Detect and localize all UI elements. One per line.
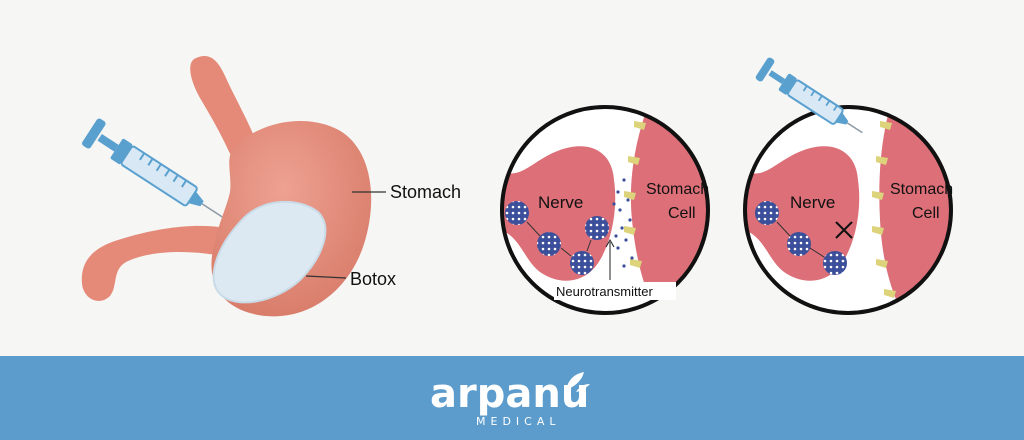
vesicle-group-right xyxy=(755,201,847,275)
syringe-icon xyxy=(82,118,223,218)
brand-subtitle: MEDICAL xyxy=(476,415,561,428)
neurotransmitter-dots xyxy=(612,178,634,268)
stomach-cell-label-right-line2: Cell xyxy=(912,205,940,222)
footer-bar: arpanu MEDICAL xyxy=(0,356,1024,440)
vesicle-group xyxy=(505,201,609,275)
synapse-blocked-panel: Nerve Stomach Cell xyxy=(743,105,953,315)
leaf-icon xyxy=(566,372,590,392)
neurotransmitter-label: Neurotransmitter xyxy=(556,284,653,299)
nerve-label-left: Nerve xyxy=(538,193,583,212)
stomach-label: Stomach xyxy=(390,182,461,202)
stomach-cell-label-left-line1: Stomach xyxy=(646,181,709,198)
illustration: Stomach Botox xyxy=(81,56,953,317)
receptor-group-right xyxy=(872,121,896,298)
nerve-label-right: Nerve xyxy=(790,193,835,212)
stomach-illustration xyxy=(81,56,372,317)
block-x-icon xyxy=(835,221,853,239)
stomach-cell-label-right-line1: Stomach xyxy=(890,181,953,198)
syringe-icon-right xyxy=(755,57,863,134)
botox-label: Botox xyxy=(350,269,396,289)
brand-logo: arpanu MEDICAL xyxy=(0,356,1024,440)
stomach-cell-label-left-line2: Cell xyxy=(668,205,696,222)
botox-blob xyxy=(212,200,327,304)
synapse-normal-panel: Nerve Stomach Cell Neurotransmitter xyxy=(500,105,710,315)
brand-name: arpanu xyxy=(430,371,590,417)
